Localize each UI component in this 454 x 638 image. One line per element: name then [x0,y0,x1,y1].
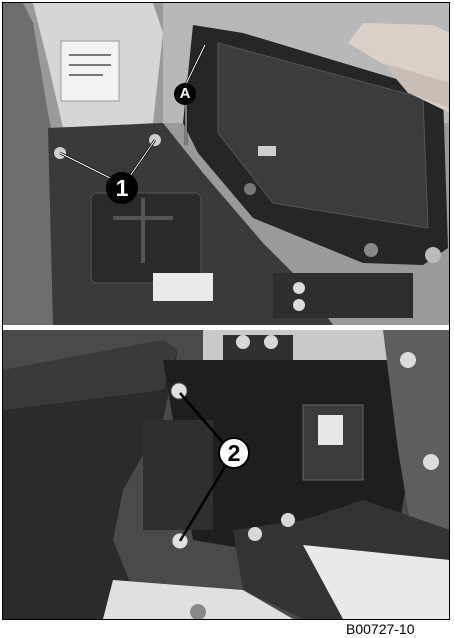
photo-divider [3,325,450,330]
callout-a-label: A [174,83,196,105]
photo-subframe-screws-illustration [3,330,450,619]
photo-seat-removed [3,3,450,325]
callout-2-label: 2 [218,437,250,469]
callout-1-label: 1 [106,172,138,204]
photo-subframe-screws [3,330,450,619]
figure-id-label: B00727-10 [342,620,454,638]
photo-seat-removed-illustration [3,3,450,325]
